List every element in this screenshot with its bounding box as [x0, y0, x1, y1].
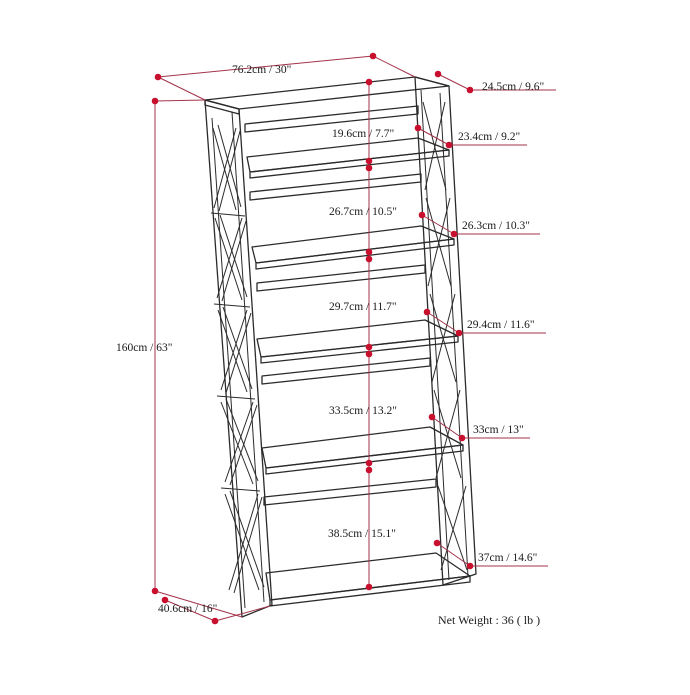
width-dimension-line [157, 55, 374, 78]
width-dot-right [369, 52, 377, 60]
shelf-height-label-4: 33.5cm / 13.2" [329, 405, 397, 417]
shelf-depth-label-3: 29.4cm / 11.6" [467, 319, 535, 331]
base-depth-dimension-line [164, 599, 216, 622]
shelves [246, 137, 471, 607]
shelf-height-label-3: 29.7cm / 11.7" [329, 301, 397, 313]
dimension-labels: 76.2cm / 30" 24.5cm / 9.6" 160cm / 63" 4… [116, 64, 544, 627]
shelf-2 [251, 225, 455, 270]
shelf-depth-label-5: 37cm / 14.6" [478, 552, 537, 564]
shelf-3 [256, 319, 459, 364]
shelf-5 [265, 552, 471, 607]
shelf-1 [246, 137, 450, 179]
top-depth-label: 24.5cm / 9.6" [482, 81, 544, 93]
height-label: 160cm / 63" [116, 342, 172, 354]
height-dot-top [151, 97, 159, 105]
shelf-depth-label-2: 26.3cm / 10.3" [462, 220, 530, 232]
shelf-4 [261, 426, 464, 475]
top-cap [204, 76, 450, 110]
shelf-depth-label-4: 33cm / 13" [473, 424, 524, 436]
back-rails [244, 105, 437, 506]
bookshelf-drawing [204, 76, 477, 618]
net-weight-label: Net Weight : 36 ( lb ) [438, 613, 540, 627]
left-side-frame [204, 99, 273, 618]
base-depth-label: 40.6cm / 16" [158, 603, 217, 615]
shelf-depth-label-1: 23.4cm / 9.2" [458, 131, 520, 143]
top-depth-dimension-line [437, 73, 471, 91]
dimension-lines [151, 52, 556, 625]
shelf-height-label-2: 26.7cm / 10.5" [329, 206, 397, 218]
shelf-height-label-5: 38.5cm / 15.1" [328, 528, 396, 540]
right-side-frame [414, 76, 477, 586]
shelf-height-label-1: 19.6cm / 7.7" [332, 128, 394, 140]
width-label: 76.2cm / 30" [232, 64, 291, 76]
width-dot-left [154, 73, 162, 81]
height-dot-bottom [151, 587, 159, 595]
